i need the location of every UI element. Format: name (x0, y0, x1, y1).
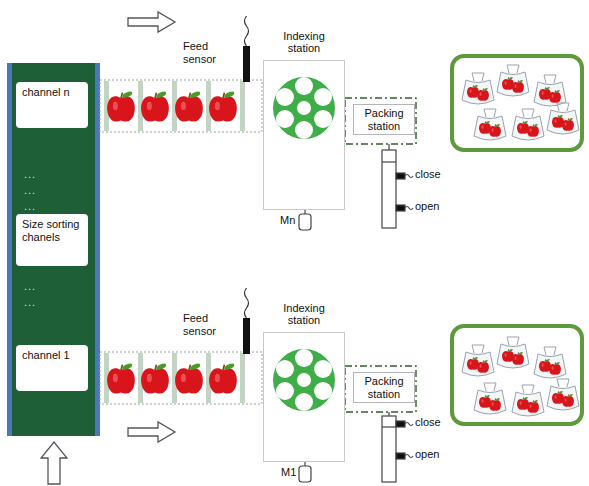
apple-bag (547, 103, 579, 134)
apple (527, 399, 539, 412)
indexing-wheel (273, 349, 335, 411)
conveyor-slats (104, 81, 245, 403)
conveyor-slat (240, 81, 245, 131)
channel-box: channel n (16, 82, 88, 128)
apple (107, 90, 135, 121)
ellipsis: ... (24, 200, 36, 213)
apple-bag (462, 73, 494, 104)
valve-port-label: close (415, 416, 441, 429)
ellipsis: ... (24, 280, 36, 293)
motor-label: M1 (281, 466, 296, 479)
apple (107, 362, 135, 393)
apple (175, 90, 203, 121)
indexing-station: Indexing station (263, 60, 345, 210)
packing-station: Packing station (353, 104, 415, 135)
apples (107, 90, 237, 393)
box-label: Size sorting chanels (22, 218, 82, 243)
apple-bag (512, 385, 544, 416)
packing-outlines (345, 98, 416, 412)
conveyors (100, 80, 262, 404)
apple-bag (497, 337, 529, 368)
apple (562, 117, 574, 130)
apple-bag (474, 383, 506, 414)
apple (477, 87, 489, 100)
valve-port-label: open (415, 200, 439, 213)
apple (489, 123, 501, 136)
indexing-station: Indexing station (263, 332, 345, 462)
apple (141, 90, 169, 121)
apple-bag (497, 65, 529, 96)
valve-port-label: open (415, 448, 439, 461)
apple (209, 362, 237, 393)
apple (527, 123, 539, 136)
apple-bag (462, 345, 494, 376)
indexing-wheel (273, 77, 335, 139)
apple (141, 362, 169, 393)
apple (562, 393, 574, 406)
apple (489, 397, 501, 410)
box-label: channel n (22, 86, 70, 99)
station-heading: Indexing station (273, 302, 335, 327)
apple (512, 351, 524, 364)
station-heading: Indexing station (273, 30, 335, 55)
box-label: Packing station (357, 375, 411, 400)
motors (299, 210, 311, 482)
apple (477, 359, 489, 372)
box-label: channel 1 (22, 349, 70, 362)
motor-label: Mn (280, 214, 295, 227)
box-label: Packing station (357, 107, 411, 132)
apple-bag (534, 347, 566, 378)
ellipsis: ... (24, 168, 36, 181)
valve-port-label: close (415, 168, 441, 181)
apple (549, 89, 561, 102)
apple (209, 90, 237, 121)
packed-bags-frames (452, 56, 582, 424)
packing-station: Packing station (353, 372, 415, 403)
channel-box: Size sorting chanels (16, 214, 88, 266)
apple (512, 79, 524, 92)
sensor-label: Feed sensor (183, 312, 231, 337)
packed-bags (462, 65, 579, 416)
pneumatic-cylinders (382, 144, 413, 482)
apple-bag (534, 75, 566, 106)
apple-bag (474, 109, 506, 140)
feed-sensors (243, 16, 250, 354)
apple-bag (512, 109, 544, 140)
apple (549, 361, 561, 374)
ellipsis: ... (24, 296, 36, 309)
apple (175, 362, 203, 393)
sensor-label: Feed sensor (183, 40, 231, 65)
ellipsis: ... (24, 184, 36, 197)
sorting-band (7, 63, 100, 436)
indexing-wheels (273, 77, 335, 411)
apple-bag (547, 379, 579, 410)
conveyor-slat (240, 353, 245, 403)
channel-box: channel 1 (16, 345, 88, 391)
